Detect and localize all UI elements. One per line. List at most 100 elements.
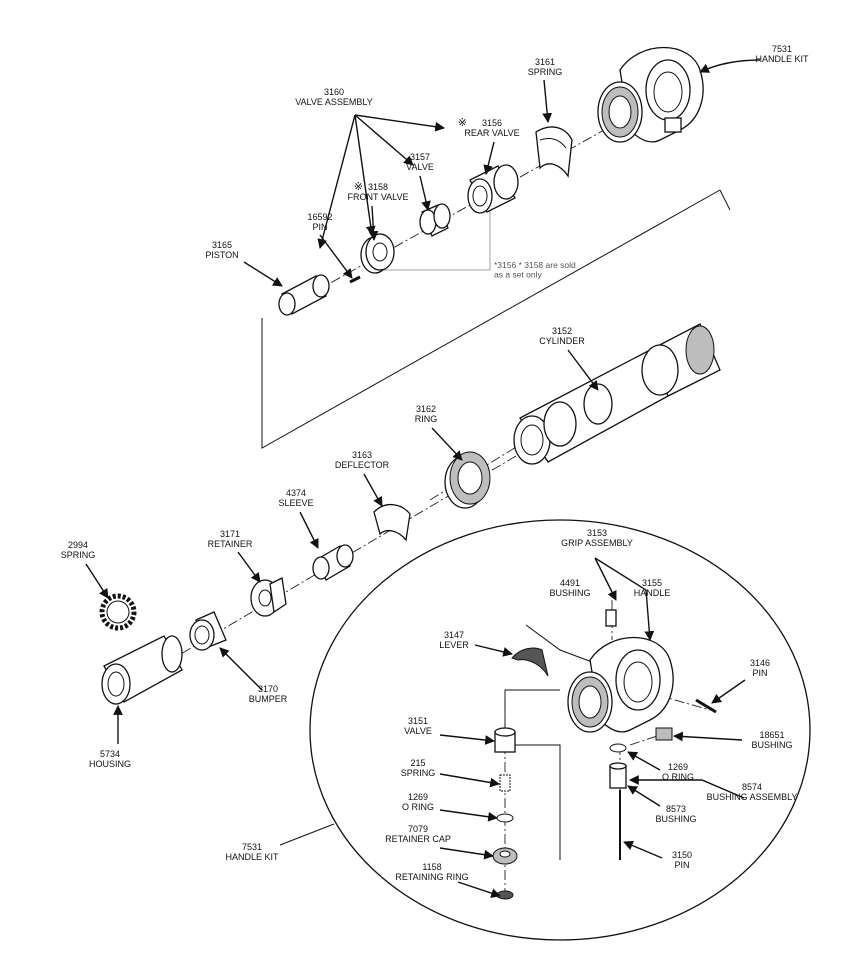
bumper-3170-part [189,611,227,651]
spring-2994-part [99,593,137,631]
handle-kit-inset-outline [309,519,811,941]
sleeve-4374-part [312,544,354,581]
label-line: VALVE [406,162,434,172]
label-line: BUSHING ASSEMBLY [707,792,798,802]
front-valve-3158-part [360,233,395,274]
label-line: 1158 [422,862,441,872]
label-line: 7079 [408,824,428,834]
label-line: PIN [752,668,767,678]
label-line: 3163 [352,450,372,460]
label-line: 3150 [672,850,692,860]
label-line: VALVE [404,726,432,736]
label-line: 3147 [444,630,464,640]
label-line: PIN [312,222,327,232]
label-line: LEVER [439,640,469,650]
label-line: 3170 [258,684,278,694]
label-line: SPRING [61,550,96,560]
label-line: GRIP ASSEMBLY [561,538,633,548]
handle-3155-part [567,637,674,733]
label-line: 3151 [408,716,428,726]
cylinder-3152-part [513,323,721,465]
label-line: HANDLE KIT [225,852,279,862]
label-line: 3160 [324,87,344,97]
lever-3147-part [511,647,549,677]
label-line: *3156 * 3158 are sold [494,260,576,270]
label-line: SLEEVE [278,498,313,508]
label-line: 3157 [410,152,430,162]
star-3158: ※ [354,180,363,193]
label-line: BUMPER [249,694,288,704]
rear-valve-3156-part [467,164,519,214]
label-line: SPRING [528,67,563,77]
label-line: RING [415,414,438,424]
label-line: 215 [410,758,425,768]
retaining-ring-1158-part [496,890,514,900]
label-line: PIN [674,860,689,870]
label-line: 3153 [587,528,607,538]
label-line: 5734 [100,749,120,759]
piston-3165-part [278,274,330,316]
label-line: VALVE ASSEMBLY [295,97,373,107]
bushing-8573-part [609,762,627,789]
retainer-cap-7079-part [492,847,518,865]
label-line: HOUSING [89,759,131,769]
label-line: REAR VALVE [464,128,519,138]
label-line: 1269 [668,762,688,772]
label-line: RETAINER CAP [385,834,451,844]
label-line: 3146 [750,658,770,668]
label-line: 3161 [535,57,555,67]
label-line: 3165 [212,240,232,250]
label-line: SPRING [401,768,436,778]
label-line: 3155 [642,578,662,588]
handle-kit-top-part [597,47,704,143]
leader-arrows [85,59,761,898]
pin-16592-part [349,275,361,284]
label-line: 16592 [307,212,332,222]
label-line: DEFLECTOR [335,460,390,470]
label-line: PISTON [205,250,238,260]
bushing-18651-part [655,727,673,741]
label-line: CYLINDER [539,336,585,346]
o-ring-1269-left-part [496,813,514,823]
label-line: 1269 [408,792,428,802]
label-line: 3171 [220,529,240,539]
label-line: 3152 [552,326,572,336]
valve-3157-part [419,203,451,237]
label-line: 8574 [742,782,762,792]
label-line: HANDLE [634,588,671,598]
spring-215-part [499,774,511,792]
label-line: 3156 [482,118,502,128]
retainer-3171-part [250,577,287,617]
spring-3161-part [535,126,573,178]
label-line: as a set only [494,269,542,279]
label-line: 2994 [68,540,88,550]
